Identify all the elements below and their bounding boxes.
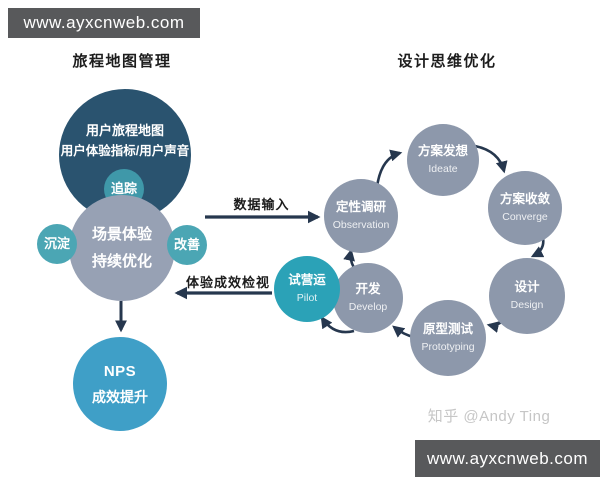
- ideate-label-en: Ideate: [428, 163, 458, 176]
- pilot-label-zh: 试营运: [288, 273, 326, 288]
- deposit-label: 沉淀: [43, 236, 70, 252]
- arrow-observation-to-ideate: [375, 149, 403, 188]
- observation-label-zh: 定性调研: [335, 200, 386, 215]
- nps-circle: NPS 成效提升: [73, 337, 167, 431]
- converge-label-en: Converge: [502, 211, 548, 224]
- prototyping-label-en: Prototyping: [421, 341, 475, 354]
- observation-label-en: Observation: [332, 219, 390, 232]
- site-url-bottom: www.ayxcnweb.com: [426, 448, 589, 468]
- cycle-node-observation: 定性调研 Observation: [324, 179, 398, 253]
- nps-line1: NPS: [103, 362, 137, 380]
- journey-map-text: 用户旅程地图 用户体验指标/用户声音: [61, 123, 189, 160]
- scene-experience-circle: 场景体验 持续优化: [69, 195, 175, 301]
- cycle-node-pilot: 试营运 Pilot: [274, 256, 340, 322]
- design-label-en: Design: [510, 299, 544, 312]
- cycle-node-converge: 方案收敛 Converge: [488, 171, 562, 245]
- data-input-label: 数据输入: [233, 197, 290, 212]
- develop-label-en: Develop: [348, 301, 388, 314]
- arrow-ideate-to-converge: [474, 144, 508, 174]
- scene-line1: 场景体验: [91, 225, 152, 243]
- cycle-node-prototyping: 原型测试 Prototyping: [410, 300, 486, 376]
- review-label: 体验成效检视: [185, 275, 270, 290]
- left-section-title: 旅程地图管理: [72, 53, 172, 70]
- right-section-title: 设计思维优化: [397, 53, 497, 70]
- site-banner-top: www.ayxcnweb.com: [8, 8, 200, 38]
- tracking-label: 追踪: [110, 181, 137, 197]
- design-label-zh: 设计: [514, 280, 540, 295]
- arrow-develop-to-pilot: [320, 316, 355, 334]
- deposit-circle: 沉淀: [37, 224, 77, 264]
- scene-line2: 持续优化: [91, 252, 152, 270]
- improve-label: 改善: [173, 237, 200, 253]
- improve-circle: 改善: [167, 225, 207, 265]
- cycle-node-ideate: 方案发想 Ideate: [407, 124, 479, 196]
- converge-label-zh: 方案收敛: [499, 192, 550, 207]
- journey-map-line1: 用户旅程地图: [85, 122, 164, 138]
- cycle-node-design: 设计 Design: [489, 258, 565, 334]
- develop-label-zh: 开发: [355, 282, 381, 297]
- ideate-label-zh: 方案发想: [417, 144, 468, 159]
- watermark-zhihu-author: 知乎 @Andy Ting: [427, 408, 551, 425]
- prototyping-label-zh: 原型测试: [422, 322, 473, 337]
- site-banner-bottom: www.ayxcnweb.com: [415, 440, 600, 477]
- pilot-label-en: Pilot: [296, 292, 318, 305]
- nps-line2: 成效提升: [92, 388, 148, 405]
- cycle-node-develop: 开发 Develop: [333, 263, 403, 333]
- site-url-top: www.ayxcnweb.com: [23, 13, 185, 32]
- journey-map-line2: 用户体验指标/用户声音: [60, 144, 190, 159]
